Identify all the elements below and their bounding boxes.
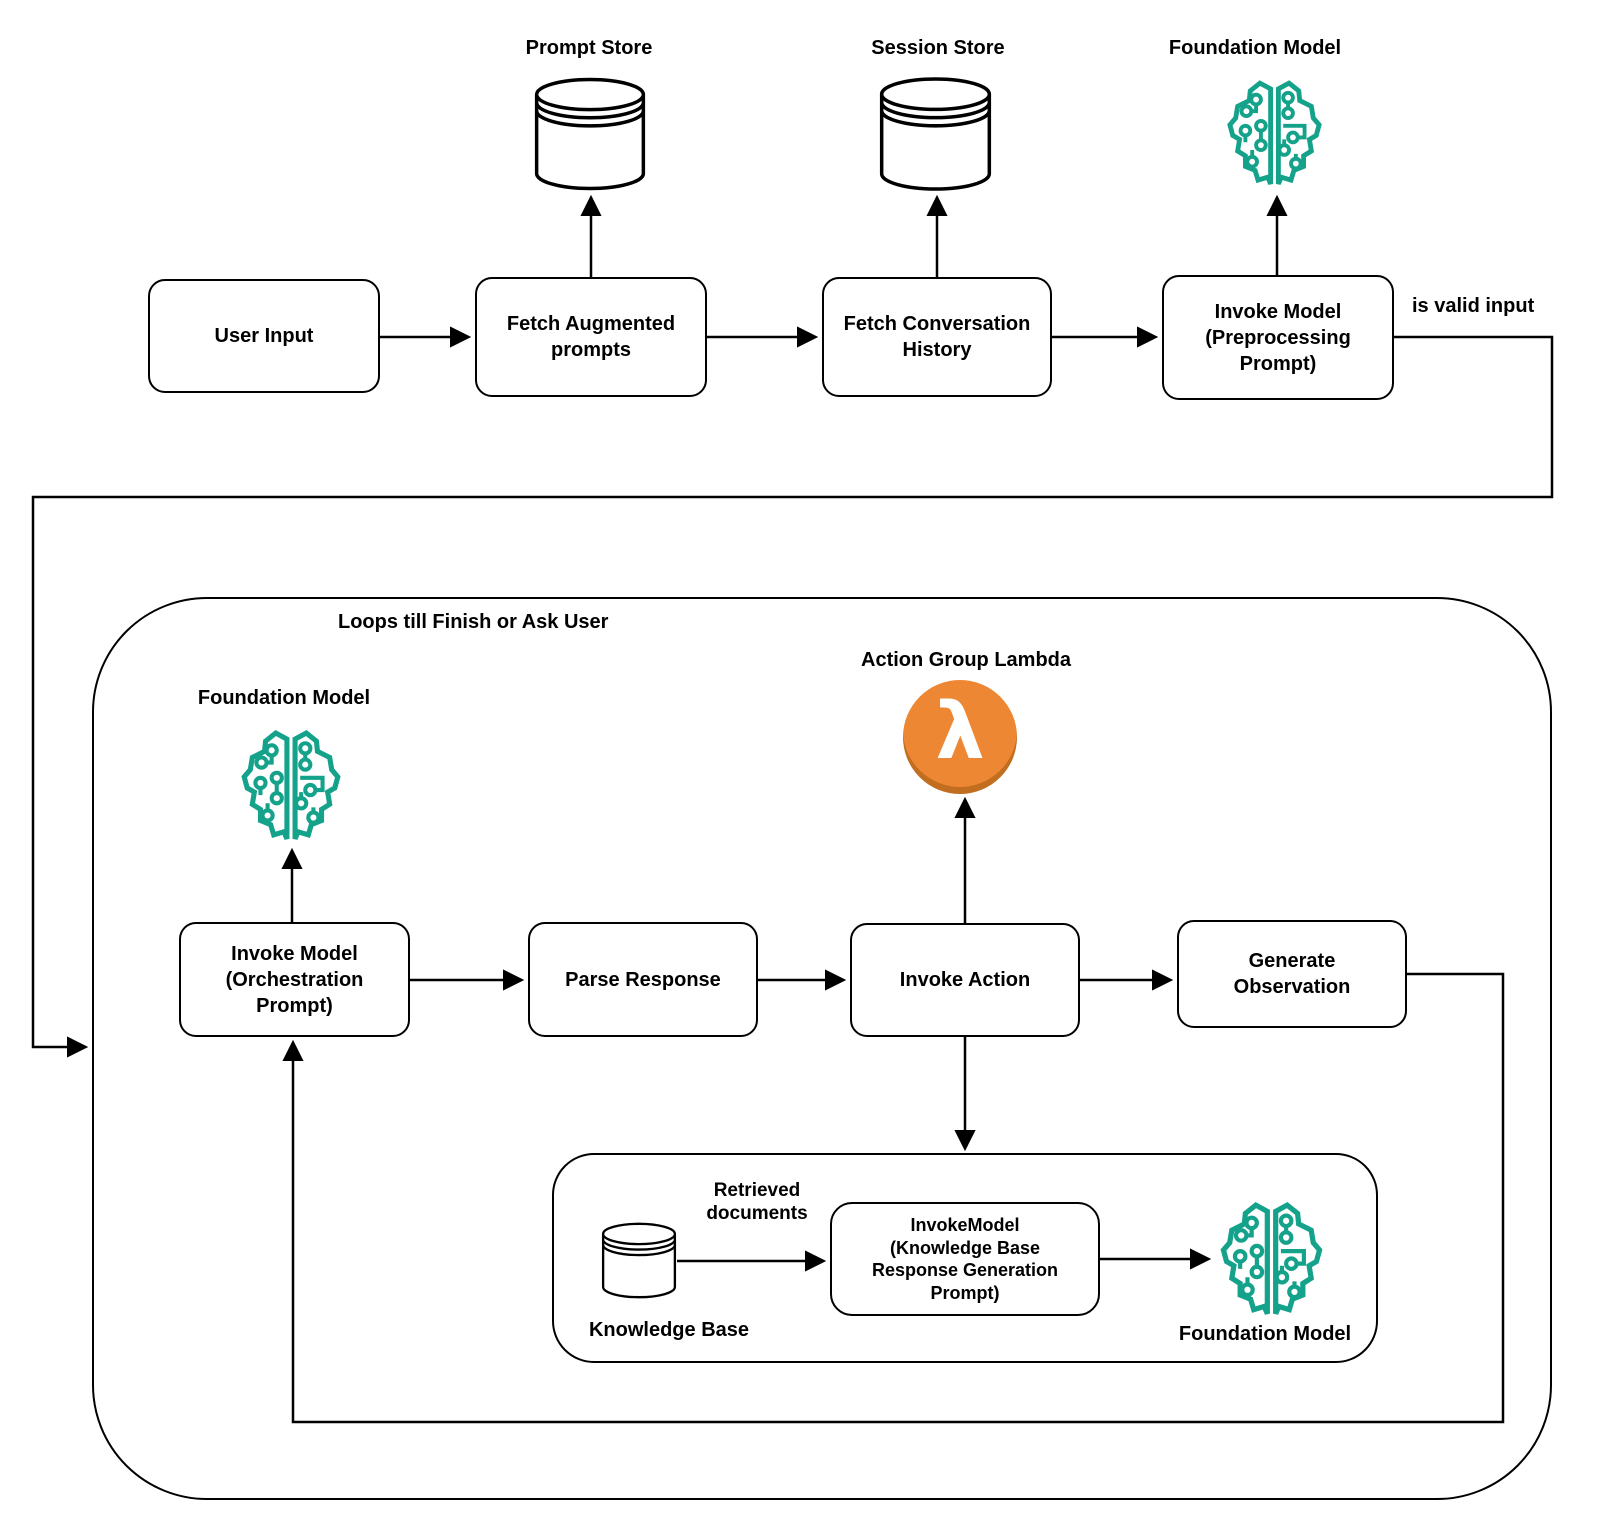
invoke-model-kb-node: InvokeModel (Knowledge Base Response Gen…	[830, 1202, 1100, 1316]
foundation-model-label: Foundation Model	[1178, 1323, 1352, 1345]
session-store-label: Session Store	[871, 37, 1005, 59]
foundation-model-brain-icon	[237, 730, 345, 844]
retrieved-documents-label: Retrieved documents	[706, 1180, 808, 1224]
database-icon	[877, 75, 994, 193]
database-icon	[532, 75, 648, 193]
database-icon	[600, 1217, 678, 1304]
knowledge-base-group	[552, 1153, 1378, 1363]
generate-observation-node: Generate Observation	[1177, 920, 1407, 1028]
foundation-model-label: Foundation Model	[1168, 37, 1342, 59]
knowledge-base-label: Knowledge Base	[588, 1319, 750, 1341]
foundation-model-brain-icon	[1226, 76, 1323, 193]
invoke-model-preprocessing-node: Invoke Model (Preprocessing Prompt)	[1162, 275, 1394, 400]
prompt-store-label: Prompt Store	[525, 37, 653, 59]
fetch-augmented-prompts-node: Fetch Augmented prompts	[475, 277, 707, 397]
is-valid-input-label: is valid input	[1412, 295, 1535, 317]
lambda-icon: λ	[903, 680, 1017, 794]
fetch-conversation-history-node: Fetch Conversation History	[822, 277, 1052, 397]
edge-valid-input-to-loop	[31, 335, 1554, 1058]
loop-label: Loops till Finish or Ask User	[338, 611, 609, 633]
loop-container	[92, 597, 1552, 1500]
invoke-action-node: Invoke Action	[850, 923, 1080, 1037]
foundation-model-label: Foundation Model	[197, 687, 371, 709]
lambda-glyph: λ	[935, 687, 985, 777]
parse-response-node: Parse Response	[528, 922, 758, 1037]
user-input-node: User Input	[148, 279, 380, 393]
invoke-model-orchestration-node: Invoke Model (Orchestration Prompt)	[179, 922, 410, 1037]
action-group-lambda-label: Action Group Lambda	[861, 649, 1071, 671]
foundation-model-brain-icon	[1215, 1202, 1328, 1319]
